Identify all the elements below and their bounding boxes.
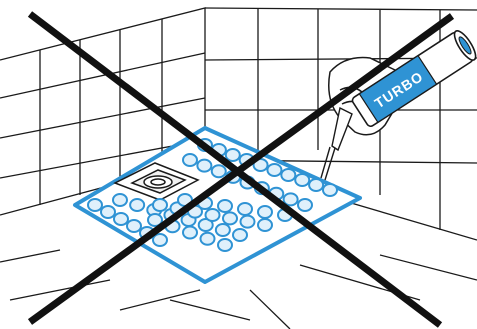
sealant-bead — [298, 199, 312, 211]
sealant-bead — [238, 203, 252, 215]
sealant-bead — [241, 216, 255, 228]
sealant-bead — [153, 199, 167, 211]
sealant-bead — [295, 174, 309, 186]
sealant-bead — [183, 227, 197, 239]
sealant-bead — [218, 200, 232, 212]
sealant-bead — [323, 184, 337, 196]
sealant-bead — [233, 229, 247, 241]
sealant-bead — [223, 212, 237, 224]
sealant-bead — [258, 219, 272, 231]
sealant-bead — [212, 165, 226, 177]
sealant-bead — [216, 224, 230, 236]
prohibition-cross — [30, 14, 452, 325]
sealant-bead — [218, 239, 232, 251]
sealant-bead — [153, 234, 167, 246]
sealant-bead — [183, 154, 197, 166]
sealant-bead — [226, 149, 240, 161]
sealant-bead — [309, 179, 323, 191]
sealant-bead — [258, 206, 272, 218]
sealant-bead — [267, 164, 281, 176]
sealant-bead — [201, 233, 215, 245]
sealant-bead — [127, 220, 141, 232]
sealant-bead — [113, 194, 127, 206]
sealant-bead — [114, 213, 128, 225]
applicator-nozzle — [321, 108, 352, 180]
sealant-bead — [284, 193, 298, 205]
sealant-bead — [88, 199, 102, 211]
sealant-bead — [206, 209, 220, 221]
sealant-bead — [197, 160, 211, 172]
sealant-bead — [281, 169, 295, 181]
sealant-bead — [101, 206, 115, 218]
sealant-bead — [130, 199, 144, 211]
